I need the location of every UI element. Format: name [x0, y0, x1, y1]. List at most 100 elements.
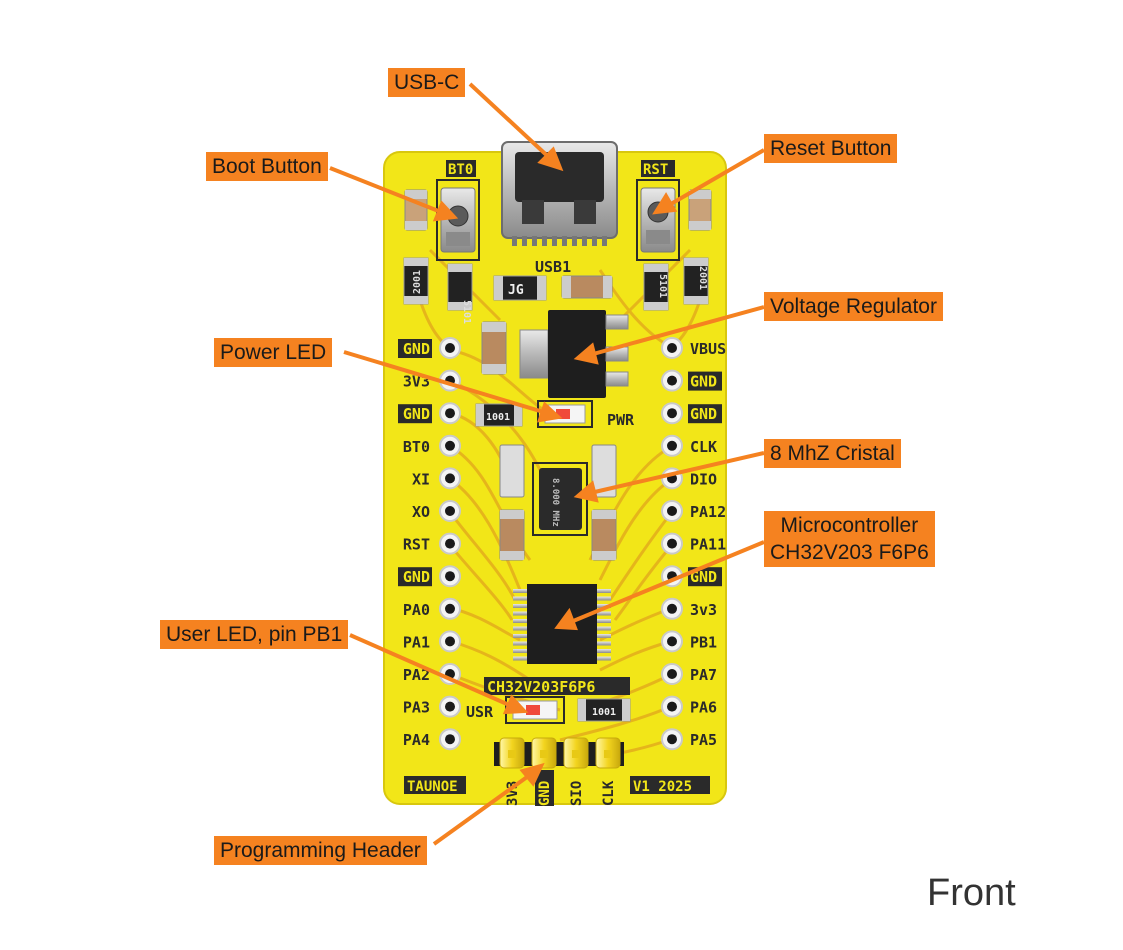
right-pin-pad[interactable] [661, 532, 683, 555]
header-pin-label: SIO [569, 781, 585, 806]
arrow-usbc [468, 82, 556, 164]
silk-rst: RST [643, 162, 668, 178]
pin-label-text: PA11 [690, 536, 726, 554]
right-pin-pad[interactable] [661, 500, 683, 522]
arrowhead-pled [537, 401, 563, 423]
right-pin-pad[interactable] [661, 597, 683, 620]
mcu-pin [597, 596, 611, 601]
mcu-pin [513, 589, 527, 593]
left-pin-pad[interactable] [439, 434, 461, 457]
pin-label-box [688, 404, 722, 424]
resistor-5101-left: 5101 [447, 263, 473, 324]
arrow-boot [329, 166, 447, 216]
left-pin-pad[interactable] [439, 728, 461, 751]
left-pin-pad[interactable] [439, 532, 461, 555]
diode-jg: JG [493, 275, 547, 301]
resistor-2001-left: 2001 [403, 257, 429, 305]
left-pin-pad[interactable] [439, 630, 461, 653]
resistor-5101-left-mark: 5101 [461, 300, 472, 324]
voltage-regulator [519, 310, 629, 398]
pin-label-text: GND [403, 405, 430, 423]
right-pin-pad[interactable] [661, 434, 683, 457]
capacitor-xtal-4 [591, 509, 617, 561]
header-pin-text: GND [537, 781, 553, 806]
header-pin[interactable] [595, 737, 621, 769]
pin-label-text: GND [690, 373, 717, 391]
resistor-1001-pwr-mark: 1001 [486, 412, 510, 423]
left-pin-label: GND [398, 404, 432, 424]
arrowhead-uled [502, 694, 529, 715]
right-pin-pad[interactable] [661, 337, 683, 359]
right-pin-pad[interactable] [661, 369, 683, 392]
pin-label-text: GND [403, 340, 430, 358]
header-pin-label: CLK [601, 780, 617, 806]
left-pin-label: XO [412, 503, 430, 521]
resistor-2001-left-mark: 2001 [412, 270, 423, 294]
mcu-pin [597, 656, 611, 661]
pin-label-box [688, 371, 722, 391]
pin-label-text: PA12 [690, 503, 726, 521]
callout-usbc: USB-C [388, 68, 466, 97]
header-pin-label: GND [535, 770, 554, 806]
right-pin-pad[interactable] [661, 630, 683, 653]
right-pin-label: PA11 [690, 536, 726, 554]
mcu-pin [513, 649, 527, 653]
silk-brand: TAUNOE [407, 779, 458, 795]
pin-label-text: VBUS [690, 340, 726, 358]
mcu-pin [513, 626, 527, 631]
left-pin-label: GND [398, 339, 432, 358]
right-pin-label: GND [688, 371, 722, 391]
arrowhead-boot [432, 200, 459, 222]
pin-label-text: GND [690, 568, 717, 586]
callout-crystal: 8 MhZ Cristal [764, 439, 901, 468]
left-pin-label: GND [398, 567, 432, 587]
resistor-1001-pwr: 1001 [475, 403, 523, 427]
header-pin-text: 3V3 [505, 781, 521, 806]
silk-usb1: USB1 [535, 258, 571, 276]
left-pin-pad[interactable] [439, 695, 461, 718]
mcu-pin [513, 604, 527, 608]
pin-label-text: XO [412, 503, 430, 521]
pin-label-text: PA0 [403, 601, 430, 619]
arrow-header [432, 770, 536, 846]
mcu-pin [513, 641, 527, 646]
capacitor-top-left [404, 189, 428, 231]
right-pin-label: PA12 [690, 503, 726, 521]
mcu-pin [513, 611, 527, 616]
left-pin-pad[interactable] [439, 402, 461, 425]
header-pin-text: CLK [601, 780, 617, 806]
left-pin-label: XI [412, 470, 430, 488]
silk-pwr: PWR [607, 411, 635, 429]
resistor-1001-usr: 1001 [577, 698, 631, 722]
mcu-pin [513, 656, 527, 661]
left-pin-pad[interactable] [439, 337, 461, 359]
left-pin-pad[interactable] [439, 500, 461, 522]
right-pin-pad[interactable] [661, 663, 683, 685]
header-pin[interactable] [531, 737, 557, 769]
pin-label-box [398, 404, 432, 424]
arrowhead-crystal [573, 480, 599, 503]
arrow-reset [662, 148, 766, 210]
right-pin-label: VBUS [690, 340, 726, 358]
right-pin-pad[interactable] [661, 695, 683, 718]
arrowhead-reset [652, 192, 678, 215]
right-pin-pad[interactable] [661, 402, 683, 425]
right-pin-label: PA6 [690, 699, 717, 717]
mcu-pin [513, 634, 527, 638]
mcu-pin [513, 596, 527, 601]
left-pin-label: BT0 [403, 438, 430, 456]
header-pin[interactable] [499, 737, 525, 769]
pin-label-text: PA4 [403, 731, 430, 749]
arrow-crystal [585, 451, 765, 496]
right-pin-pad[interactable] [661, 728, 683, 751]
callout-vreg: Voltage Regulator [764, 292, 943, 321]
silk-bt0: BT0 [448, 162, 473, 178]
arrowhead-header [519, 762, 545, 787]
left-pin-pad[interactable] [439, 597, 461, 620]
pin-label-text: DIO [690, 470, 717, 488]
left-pin-pad[interactable] [439, 467, 461, 490]
pin-label-text: XI [412, 470, 430, 488]
header-pin[interactable] [563, 737, 589, 769]
left-pin-pad[interactable] [439, 565, 461, 588]
pin-label-box [398, 339, 432, 358]
